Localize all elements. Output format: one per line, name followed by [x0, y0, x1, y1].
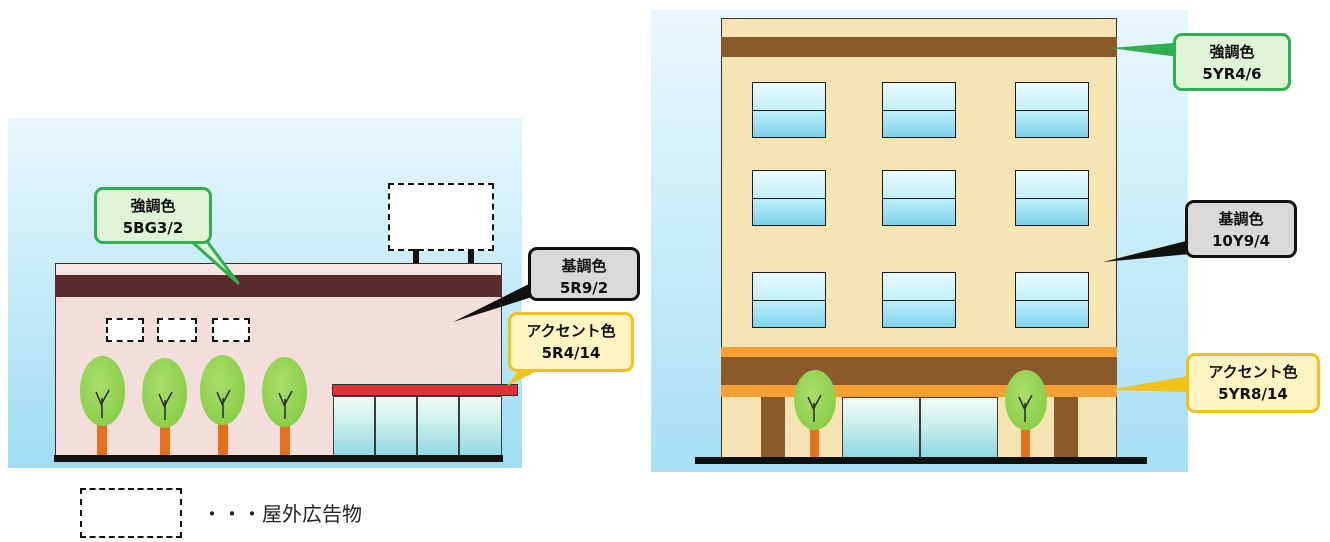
left-accent-callout: アクセント色 5R4/14 [508, 312, 634, 372]
left-emphasis-callout: 強調色 5BG3/2 [94, 187, 212, 244]
callout-label: 基調色 [561, 257, 607, 275]
left-ground-line [54, 455, 503, 462]
window [752, 82, 826, 138]
rooftop-billboard-sign [388, 183, 494, 251]
right-accent-band-upper [721, 347, 1117, 357]
window [1015, 82, 1089, 138]
window [752, 272, 826, 328]
right-lower-brown-band [721, 357, 1117, 385]
callout-color-code: 5R9/2 [559, 279, 609, 297]
storefront-glass-1 [333, 396, 375, 457]
billboard-post-left [413, 249, 419, 263]
billboard-post-right [468, 249, 474, 263]
callout-label: 基調色 [1218, 210, 1264, 228]
right-building-scene [651, 10, 1188, 472]
storefront-glass-2 [375, 396, 417, 457]
storefront-glass-4 [459, 396, 502, 457]
storefront-glass-1 [842, 397, 920, 459]
right-pillar [761, 397, 785, 459]
wall-sign-1 [106, 318, 144, 342]
callout-label: 強調色 [130, 197, 176, 215]
right-ground-line [695, 457, 1147, 464]
right-emphasis-callout: 強調色 5YR4/6 [1173, 33, 1291, 91]
window [882, 82, 956, 138]
left-base-callout: 基調色 5R9/2 [528, 247, 640, 301]
callout-color-code: 5R4/14 [541, 344, 601, 362]
left-building-emphasis-band [55, 275, 502, 297]
wall-sign-3 [212, 318, 250, 342]
left-building-scene [8, 118, 522, 468]
window [752, 170, 826, 226]
window [1015, 272, 1089, 328]
storefront-glass-2 [920, 397, 998, 459]
callout-color-code: 10Y9/4 [1211, 232, 1271, 250]
callout-label: アクセント色 [1208, 363, 1298, 381]
legend-dashed-box [80, 488, 182, 538]
right-base-callout: 基調色 10Y9/4 [1185, 200, 1297, 258]
callout-color-code: 5YR4/6 [1202, 65, 1262, 83]
window [1015, 170, 1089, 226]
window [882, 272, 956, 328]
wall-sign-2 [157, 318, 197, 342]
legend-text: ・・・屋外広告物 [202, 502, 362, 526]
right-pillar [1054, 397, 1078, 459]
callout-label: 強調色 [1209, 43, 1255, 61]
callout-color-code: 5YR8/14 [1218, 385, 1288, 403]
right-building-emphasis-band [721, 37, 1117, 57]
left-accent-awning [332, 384, 518, 396]
right-accent-callout: アクセント色 5YR8/14 [1186, 353, 1320, 413]
callout-label: アクセント色 [526, 322, 616, 340]
callout-color-code: 5BG3/2 [122, 219, 184, 237]
window [882, 170, 956, 226]
